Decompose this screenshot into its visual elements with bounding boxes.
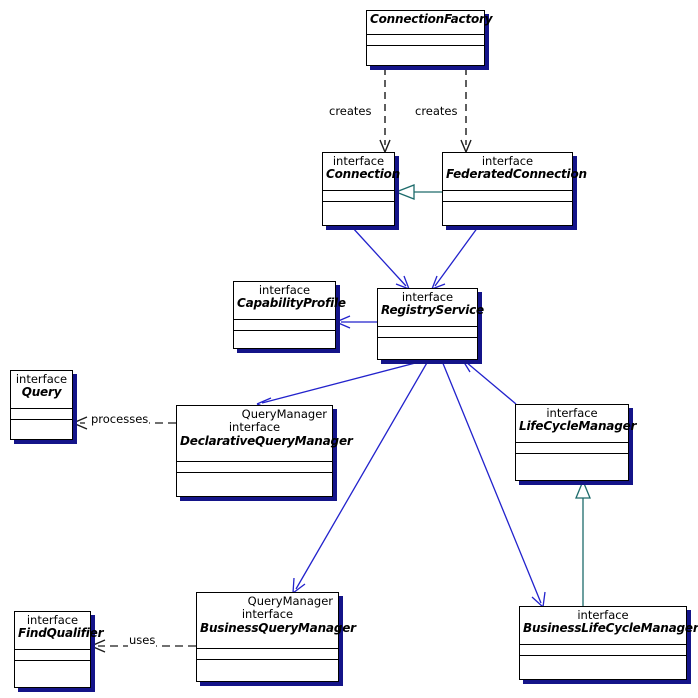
edge-label-processes: processes xyxy=(90,412,150,426)
class-stereotype-registry-service: interface xyxy=(401,290,454,304)
class-attributes-find-qualifier xyxy=(15,650,90,661)
class-stereotype-connection: interface xyxy=(332,154,385,168)
class-attributes-connection-factory xyxy=(367,35,484,46)
class-stereotype-business-life-cycle-manager: interface xyxy=(577,608,629,622)
edge-federated-connection-extends-connection xyxy=(394,184,442,200)
class-header-connection-factory: ConnectionFactory xyxy=(367,11,493,35)
class-attributes-registry-service xyxy=(378,327,477,338)
class-box-connection[interactable]: interface Connection xyxy=(322,152,401,226)
edge-connection-to-registry-service xyxy=(351,226,410,290)
class-header-connection: interface Connection xyxy=(323,153,401,191)
edge-label-creates-federated-connection: creates xyxy=(414,104,459,118)
class-operations-declarative-query-manager xyxy=(177,473,332,496)
class-operations-federated-connection xyxy=(443,202,572,225)
class-package-business-query-manager: QueryManager xyxy=(247,594,333,608)
class-operations-registry-service xyxy=(378,338,477,359)
edge-registry-service-to-business-life-cycle-manager xyxy=(441,360,546,608)
edge-life-cycle-manager-to-registry-service xyxy=(461,358,517,405)
class-header-declarative-query-manager: QueryManager interface DeclarativeQueryM… xyxy=(177,406,353,462)
class-attributes-life-cycle-manager xyxy=(516,443,628,454)
edge-registry-service-to-capability-profile xyxy=(335,315,377,329)
edge-cf-creates-federated-connection xyxy=(460,68,472,153)
class-operations-life-cycle-manager xyxy=(516,454,628,480)
class-name-registry-service: RegistryService xyxy=(381,303,484,318)
class-name-life-cycle-manager: LifeCycleManager xyxy=(519,419,637,434)
class-stereotype-capability-profile: interface xyxy=(258,283,311,297)
edge-business-life-cycle-manager-extends-life-cycle-manager xyxy=(575,479,591,606)
class-operations-query xyxy=(11,420,72,439)
class-attributes-declarative-query-manager xyxy=(177,462,332,473)
class-stereotype-business-query-manager: interface xyxy=(241,607,294,622)
class-header-capability-profile: interface CapabilityProfile xyxy=(234,282,346,320)
class-attributes-business-query-manager xyxy=(197,649,338,660)
class-stereotype-query: interface xyxy=(15,372,68,386)
class-stereotype-life-cycle-manager: interface xyxy=(546,406,598,420)
class-box-registry-service[interactable]: interface RegistryService xyxy=(377,288,484,360)
edge-label-uses: uses xyxy=(128,633,157,647)
class-box-business-query-manager[interactable]: QueryManager interface BusinessQueryMana… xyxy=(196,592,356,682)
class-header-query: interface Query xyxy=(11,371,72,409)
class-operations-connection-factory xyxy=(367,46,484,65)
class-header-find-qualifier: interface FindQualifier xyxy=(15,612,104,650)
class-operations-connection xyxy=(323,202,394,225)
class-name-query: Query xyxy=(21,385,62,400)
edge-registry-service-to-declarative-query-manager xyxy=(256,360,424,410)
edge-label-creates-connection: creates xyxy=(328,104,373,118)
class-name-find-qualifier: FindQualifier xyxy=(18,626,104,641)
class-attributes-connection xyxy=(323,191,394,202)
class-attributes-business-life-cycle-manager xyxy=(520,645,686,656)
class-operations-capability-profile xyxy=(234,331,335,348)
class-header-life-cycle-manager: interface LifeCycleManager xyxy=(516,405,637,443)
class-box-find-qualifier[interactable]: interface FindQualifier xyxy=(14,611,104,688)
class-attributes-capability-profile xyxy=(234,320,335,331)
class-package-declarative-query-manager: QueryManager xyxy=(241,407,327,421)
class-stereotype-declarative-query-manager: interface xyxy=(228,420,281,435)
class-attributes-federated-connection xyxy=(443,191,572,202)
class-operations-business-life-cycle-manager xyxy=(520,656,686,679)
class-header-business-query-manager: QueryManager interface BusinessQueryMana… xyxy=(197,593,356,649)
class-box-life-cycle-manager[interactable]: interface LifeCycleManager xyxy=(515,404,637,481)
class-header-federated-connection: interface FederatedConnection xyxy=(443,153,587,191)
class-header-registry-service: interface RegistryService xyxy=(378,289,484,327)
class-stereotype-find-qualifier: interface xyxy=(26,613,79,627)
class-stereotype-federated-connection: interface xyxy=(481,154,534,168)
class-box-business-life-cycle-manager[interactable]: interface BusinessLifeCycleManager xyxy=(519,606,698,680)
class-header-business-life-cycle-manager: interface BusinessLifeCycleManager xyxy=(520,607,698,645)
edge-federated-connection-to-registry-service xyxy=(431,226,479,290)
class-name-capability-profile: CapabilityProfile xyxy=(237,296,346,311)
class-name-federated-connection: FederatedConnection xyxy=(446,167,587,182)
class-attributes-query xyxy=(11,409,72,420)
class-box-capability-profile[interactable]: interface CapabilityProfile xyxy=(233,281,346,349)
class-name-connection-factory: ConnectionFactory xyxy=(370,12,493,26)
class-name-connection: Connection xyxy=(326,167,401,182)
class-box-declarative-query-manager[interactable]: QueryManager interface DeclarativeQueryM… xyxy=(176,405,353,497)
class-name-declarative-query-manager: DeclarativeQueryManager xyxy=(180,433,353,448)
class-box-query[interactable]: interface Query xyxy=(10,370,73,440)
edge-cf-creates-connection xyxy=(379,68,391,153)
class-operations-business-query-manager xyxy=(197,660,338,681)
class-name-business-life-cycle-manager: BusinessLifeCycleManager xyxy=(523,621,698,636)
class-operations-find-qualifier xyxy=(15,661,90,687)
class-box-connection-factory[interactable]: ConnectionFactory xyxy=(366,10,493,66)
class-name-business-query-manager: BusinessQueryManager xyxy=(200,620,356,635)
class-box-federated-connection[interactable]: interface FederatedConnection xyxy=(442,152,587,226)
